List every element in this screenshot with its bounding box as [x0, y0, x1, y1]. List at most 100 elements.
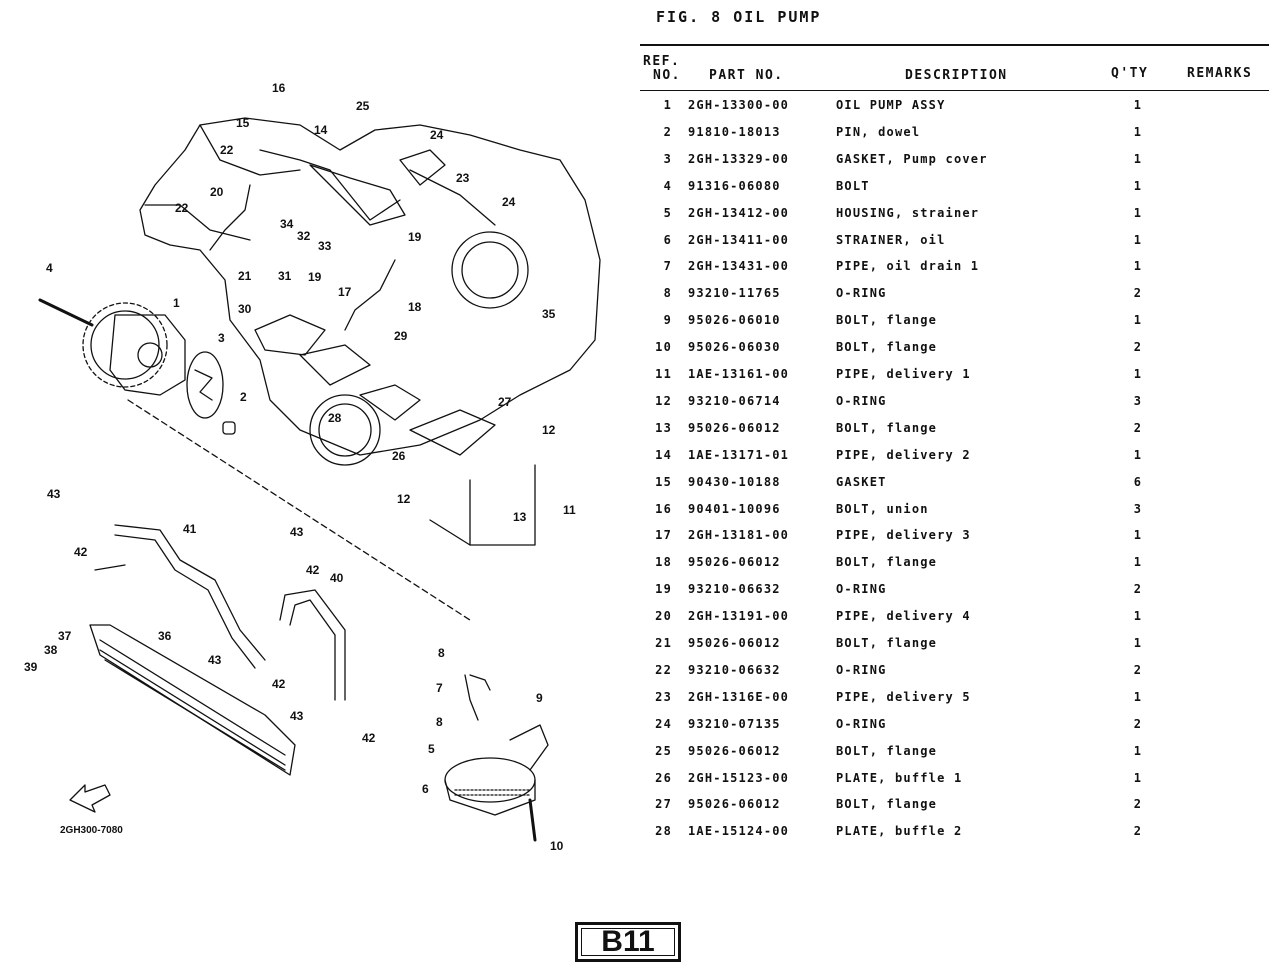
- qty-cell: 1: [1133, 367, 1143, 381]
- header-ref-line1: REF.: [643, 54, 681, 69]
- cooler-hose-41: [114, 524, 266, 661]
- pump-cover-gasket: [186, 351, 224, 419]
- description-cell: O-RING: [836, 662, 887, 677]
- svg-text:20: 20: [210, 185, 224, 199]
- part-no-cell: 1AE-13171-01: [688, 447, 790, 462]
- qty-cell: 1: [1133, 313, 1143, 328]
- svg-text:30: 30: [238, 302, 252, 316]
- qty-cell: 1: [1133, 528, 1143, 543]
- svg-text:1: 1: [173, 296, 180, 310]
- qty-cell: 1: [1133, 555, 1143, 570]
- svg-text:25: 25: [356, 99, 370, 113]
- ref-cell: 2: [663, 124, 672, 139]
- description-cell: BOLT, flange: [836, 555, 938, 570]
- oil-pump-gear: [82, 302, 168, 388]
- qty-cell: 1: [1133, 151, 1143, 166]
- svg-text:35: 35: [542, 307, 556, 321]
- qty-cell: 2: [1133, 824, 1143, 839]
- qty-cell: 2: [1133, 420, 1143, 435]
- ref-cell: 27: [655, 797, 672, 812]
- qty-cell: 1: [1133, 609, 1143, 624]
- part-no-cell: 91810-18013: [688, 124, 781, 139]
- svg-text:21: 21: [238, 269, 252, 283]
- header-remarks: REMARKS: [1187, 66, 1253, 81]
- svg-text:39: 39: [24, 660, 38, 674]
- qty-cell: 1: [1133, 98, 1143, 112]
- ref-cell: 16: [655, 501, 672, 516]
- qty-cell: 3: [1133, 501, 1143, 516]
- part-no-cell: 91316-06080: [688, 178, 781, 193]
- svg-text:24: 24: [502, 195, 516, 209]
- svg-text:7: 7: [436, 681, 443, 695]
- qty-cell: 1: [1133, 178, 1143, 193]
- pipe-delivery-4: [209, 184, 251, 251]
- header-description: DESCRIPTION: [905, 68, 1008, 83]
- header-bottom-rule: [640, 90, 1269, 91]
- svg-text:42: 42: [306, 563, 320, 577]
- svg-text:8: 8: [436, 715, 443, 729]
- svg-text:41: 41: [183, 522, 197, 536]
- description-cell: GASKET, Pump cover: [836, 151, 988, 166]
- ref-cell: 28: [655, 824, 672, 839]
- svg-text:43: 43: [47, 487, 61, 501]
- part-no-cell: 90401-10096: [688, 501, 781, 516]
- dowel-pin-2: [222, 421, 236, 435]
- svg-text:29: 29: [394, 329, 408, 343]
- ref-cell: 20: [655, 609, 672, 624]
- description-cell: PIN, dowel: [836, 124, 921, 139]
- svg-text:42: 42: [272, 677, 286, 691]
- description-cell: PIPE, delivery 1: [836, 367, 971, 381]
- header-qty: Q'TY: [1111, 66, 1149, 81]
- svg-text:17: 17: [338, 285, 352, 299]
- pipe-delivery-3: [344, 259, 396, 331]
- description-cell: O-RING: [836, 716, 887, 731]
- crankcase-bore: [451, 231, 529, 309]
- svg-text:43: 43: [290, 709, 304, 723]
- part-no-cell: 2GH-13181-00: [688, 528, 790, 543]
- part-no-cell: 1AE-15124-00: [688, 824, 790, 839]
- svg-text:42: 42: [74, 545, 88, 559]
- baffle-plate-30: [254, 314, 326, 356]
- svg-text:33: 33: [318, 239, 332, 253]
- description-cell: BOLT, flange: [836, 420, 938, 435]
- header-ref-line2: NO.: [653, 68, 681, 83]
- qty-cell: 6: [1133, 474, 1143, 489]
- ref-cell: 22: [655, 662, 672, 677]
- ref-cell: 26: [655, 770, 672, 785]
- svg-text:19: 19: [408, 230, 422, 244]
- figure-code: 2GH300-7080: [60, 825, 123, 836]
- part-no-cell: 95026-06030: [688, 340, 781, 355]
- part-no-cell: 2GH-13300-00: [688, 98, 790, 112]
- crankcase-outline: [139, 117, 601, 456]
- description-cell: BOLT, flange: [836, 313, 938, 328]
- svg-text:27: 27: [498, 395, 512, 409]
- ref-cell: 9: [663, 313, 672, 328]
- part-no-cell: 93210-11765: [688, 286, 781, 301]
- ref-cell: 24: [655, 716, 672, 731]
- description-cell: BOLT, flange: [836, 797, 938, 812]
- svg-text:6: 6: [422, 782, 429, 796]
- pipe-delivery-2: [259, 149, 401, 221]
- svg-text:43: 43: [290, 525, 304, 539]
- description-cell: O-RING: [836, 393, 887, 408]
- description-cell: BOLT, flange: [836, 743, 938, 758]
- description-cell: OIL PUMP ASSY: [836, 98, 946, 112]
- description-cell: BOLT: [836, 178, 870, 193]
